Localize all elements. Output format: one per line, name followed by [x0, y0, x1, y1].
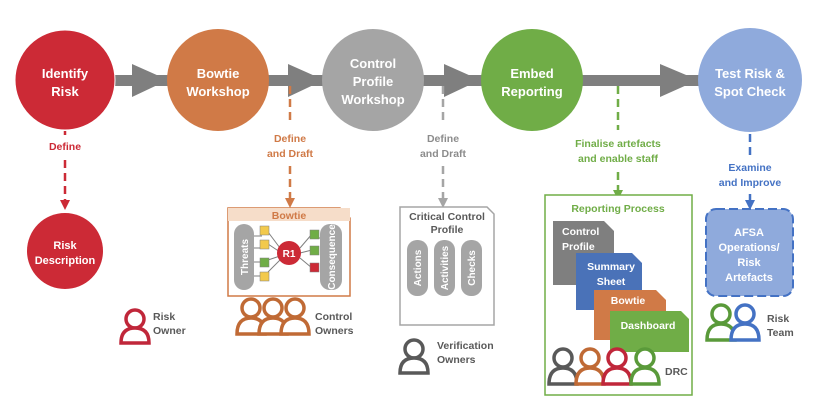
control-profile-title: Profile	[431, 224, 464, 236]
threats-label: Threats	[240, 239, 251, 276]
stage-test-risk-spot-check: Test Risk & Spot Check	[698, 28, 802, 132]
connector-examine: Examine and Improve	[719, 134, 782, 210]
stage-label-line: Identify	[42, 66, 89, 81]
connector-label: and enable staff	[578, 153, 658, 165]
connector-label: and Draft	[267, 148, 314, 160]
stage-label-line: Control	[350, 56, 396, 71]
owner-label: DRC	[665, 366, 688, 378]
card-label: Dashboard	[621, 320, 676, 332]
control-profile-box: Critical Control Profile Actions Activit…	[399, 206, 495, 326]
reporting-title: Reporting Process	[571, 203, 665, 215]
bowtie-title: Bowtie	[272, 210, 307, 222]
r1-node	[277, 241, 301, 265]
verification-owners-icon	[398, 338, 430, 375]
connector-label: and Draft	[420, 148, 467, 160]
risk-description-node: Risk Description	[27, 213, 103, 289]
stage-bowtie-workshop: Bowtie Workshop	[167, 29, 269, 131]
column-label: Actions	[413, 249, 424, 286]
stage-label-line: Spot Check	[714, 84, 786, 99]
stage-label-line: Workshop	[341, 92, 404, 107]
owner-label: Owner	[153, 325, 186, 337]
connector-label: and Improve	[719, 177, 782, 189]
afsa-line: Risk	[737, 257, 761, 269]
owner-label: Risk	[153, 311, 175, 323]
afsa-box: AFSA Operations/ Risk Artefacts	[705, 208, 794, 297]
connector-label: Define	[427, 133, 459, 145]
card-label: Sheet	[597, 276, 626, 288]
card-label: Profile	[562, 241, 595, 253]
control-owners-icon	[235, 297, 311, 336]
risk-description-line: Risk	[53, 240, 77, 252]
stage-embed-reporting: Embed Reporting	[481, 29, 583, 131]
card-label: Summary	[587, 261, 635, 273]
owner-label: Owners	[437, 354, 476, 366]
stage-control-profile-workshop: Control Profile Workshop	[322, 29, 424, 131]
risk-description-line: Description	[35, 255, 96, 267]
connector-control-define-draft: Define and Draft	[420, 86, 467, 208]
bowtie-box: Bowtie Threats Consequence R1	[227, 207, 351, 297]
afsa-line: Artefacts	[725, 272, 773, 284]
stage-label-line: Test Risk &	[715, 66, 785, 81]
stage-label-line: Workshop	[186, 84, 249, 99]
stage-identify-risk: Identify Risk	[14, 29, 116, 131]
card-label: Control	[562, 226, 599, 238]
stage-label-line: Embed	[510, 66, 553, 81]
connector-bowtie-define-draft: Define and Draft	[267, 86, 314, 208]
r1-label: R1	[283, 249, 296, 260]
owner-label: Owners	[315, 325, 354, 337]
consequence-label: Consequence	[327, 224, 338, 290]
control-profile-title: Critical Control	[409, 211, 485, 223]
threats-bar	[234, 224, 254, 290]
owner-label: Control	[315, 311, 352, 323]
connector-label: Define	[49, 141, 81, 153]
owner-label: Risk	[767, 313, 789, 325]
stage-label-line: Bowtie	[197, 66, 240, 81]
owner-label: Team	[767, 327, 794, 339]
risk-team-icon	[705, 303, 761, 342]
connector-define: Define	[49, 92, 81, 210]
connector-label: Examine	[728, 162, 771, 174]
connector-label: Finalise artefacts	[575, 138, 661, 150]
connector-label: Define	[274, 133, 306, 145]
consequence-bar	[320, 224, 342, 290]
connector-finalise: Finalise artefacts and enable staff	[575, 86, 661, 200]
afsa-line: Operations/	[718, 242, 779, 254]
afsa-line: AFSA	[734, 227, 764, 239]
owner-label: Verification	[437, 340, 494, 352]
drc-icon	[547, 347, 661, 386]
stage-label-line: Profile	[353, 74, 393, 89]
risk-owner-icon	[119, 308, 151, 345]
stage-label-line: Risk	[51, 84, 79, 99]
card-label: Bowtie	[611, 295, 646, 307]
column-label: Checks	[467, 250, 478, 286]
stage-label-line: Reporting	[501, 84, 562, 99]
column-label: Activities	[440, 245, 451, 290]
